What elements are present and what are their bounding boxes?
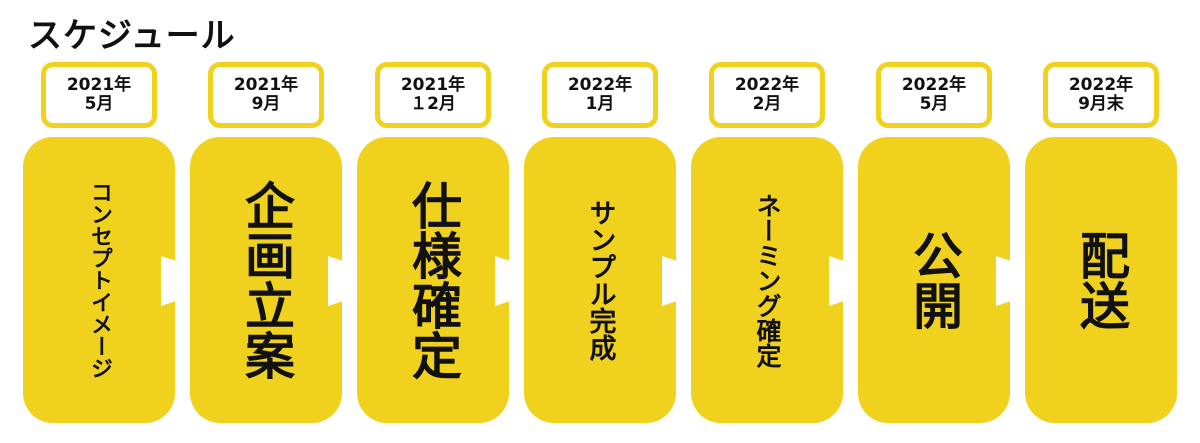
step-card: 配送 (1025, 137, 1177, 423)
step-year: 2021年 (66, 75, 132, 95)
step-label: 企画立案 (237, 180, 295, 380)
step-month: １2月 (410, 94, 456, 114)
step-label: コンセプトイメージ (87, 181, 112, 379)
step-card: ネーミング確定 (691, 137, 843, 423)
arrow-right-icon (996, 256, 1052, 306)
arrow-right-icon (328, 256, 384, 306)
step-month: 9月 (251, 94, 281, 114)
step-year: 2022年 (734, 75, 800, 95)
step-month: 5月 (919, 94, 949, 114)
step-label: 配送 (1072, 230, 1130, 330)
page-title: スケジュール (28, 16, 236, 56)
arrow-right-icon (161, 256, 217, 306)
arrow-right-icon (829, 256, 885, 306)
step-label: ネーミング確定 (753, 192, 782, 368)
step-card: 仕様確定 (357, 137, 509, 423)
step-card: コンセプトイメージ (23, 137, 175, 423)
step-month: 2月 (752, 94, 782, 114)
step-card: サンプル完成 (524, 137, 676, 423)
step-year: 2022年 (1068, 75, 1134, 95)
step-month: 5月 (84, 94, 114, 114)
step-label: 公開 (905, 230, 963, 330)
step-year: 2021年 (400, 75, 466, 95)
step-card: 公開 (858, 137, 1010, 423)
step-year: 2021年 (233, 75, 299, 95)
arrow-right-icon (495, 256, 551, 306)
step-card: 企画立案 (190, 137, 342, 423)
step-year: 2022年 (901, 75, 967, 95)
step-label: 仕様確定 (404, 180, 462, 380)
step-month: 1月 (585, 94, 615, 114)
step-month: 9月末 (1078, 94, 1124, 114)
step-label: サンプル完成 (584, 199, 616, 361)
step-year: 2022年 (567, 75, 633, 95)
arrow-right-icon (662, 256, 718, 306)
